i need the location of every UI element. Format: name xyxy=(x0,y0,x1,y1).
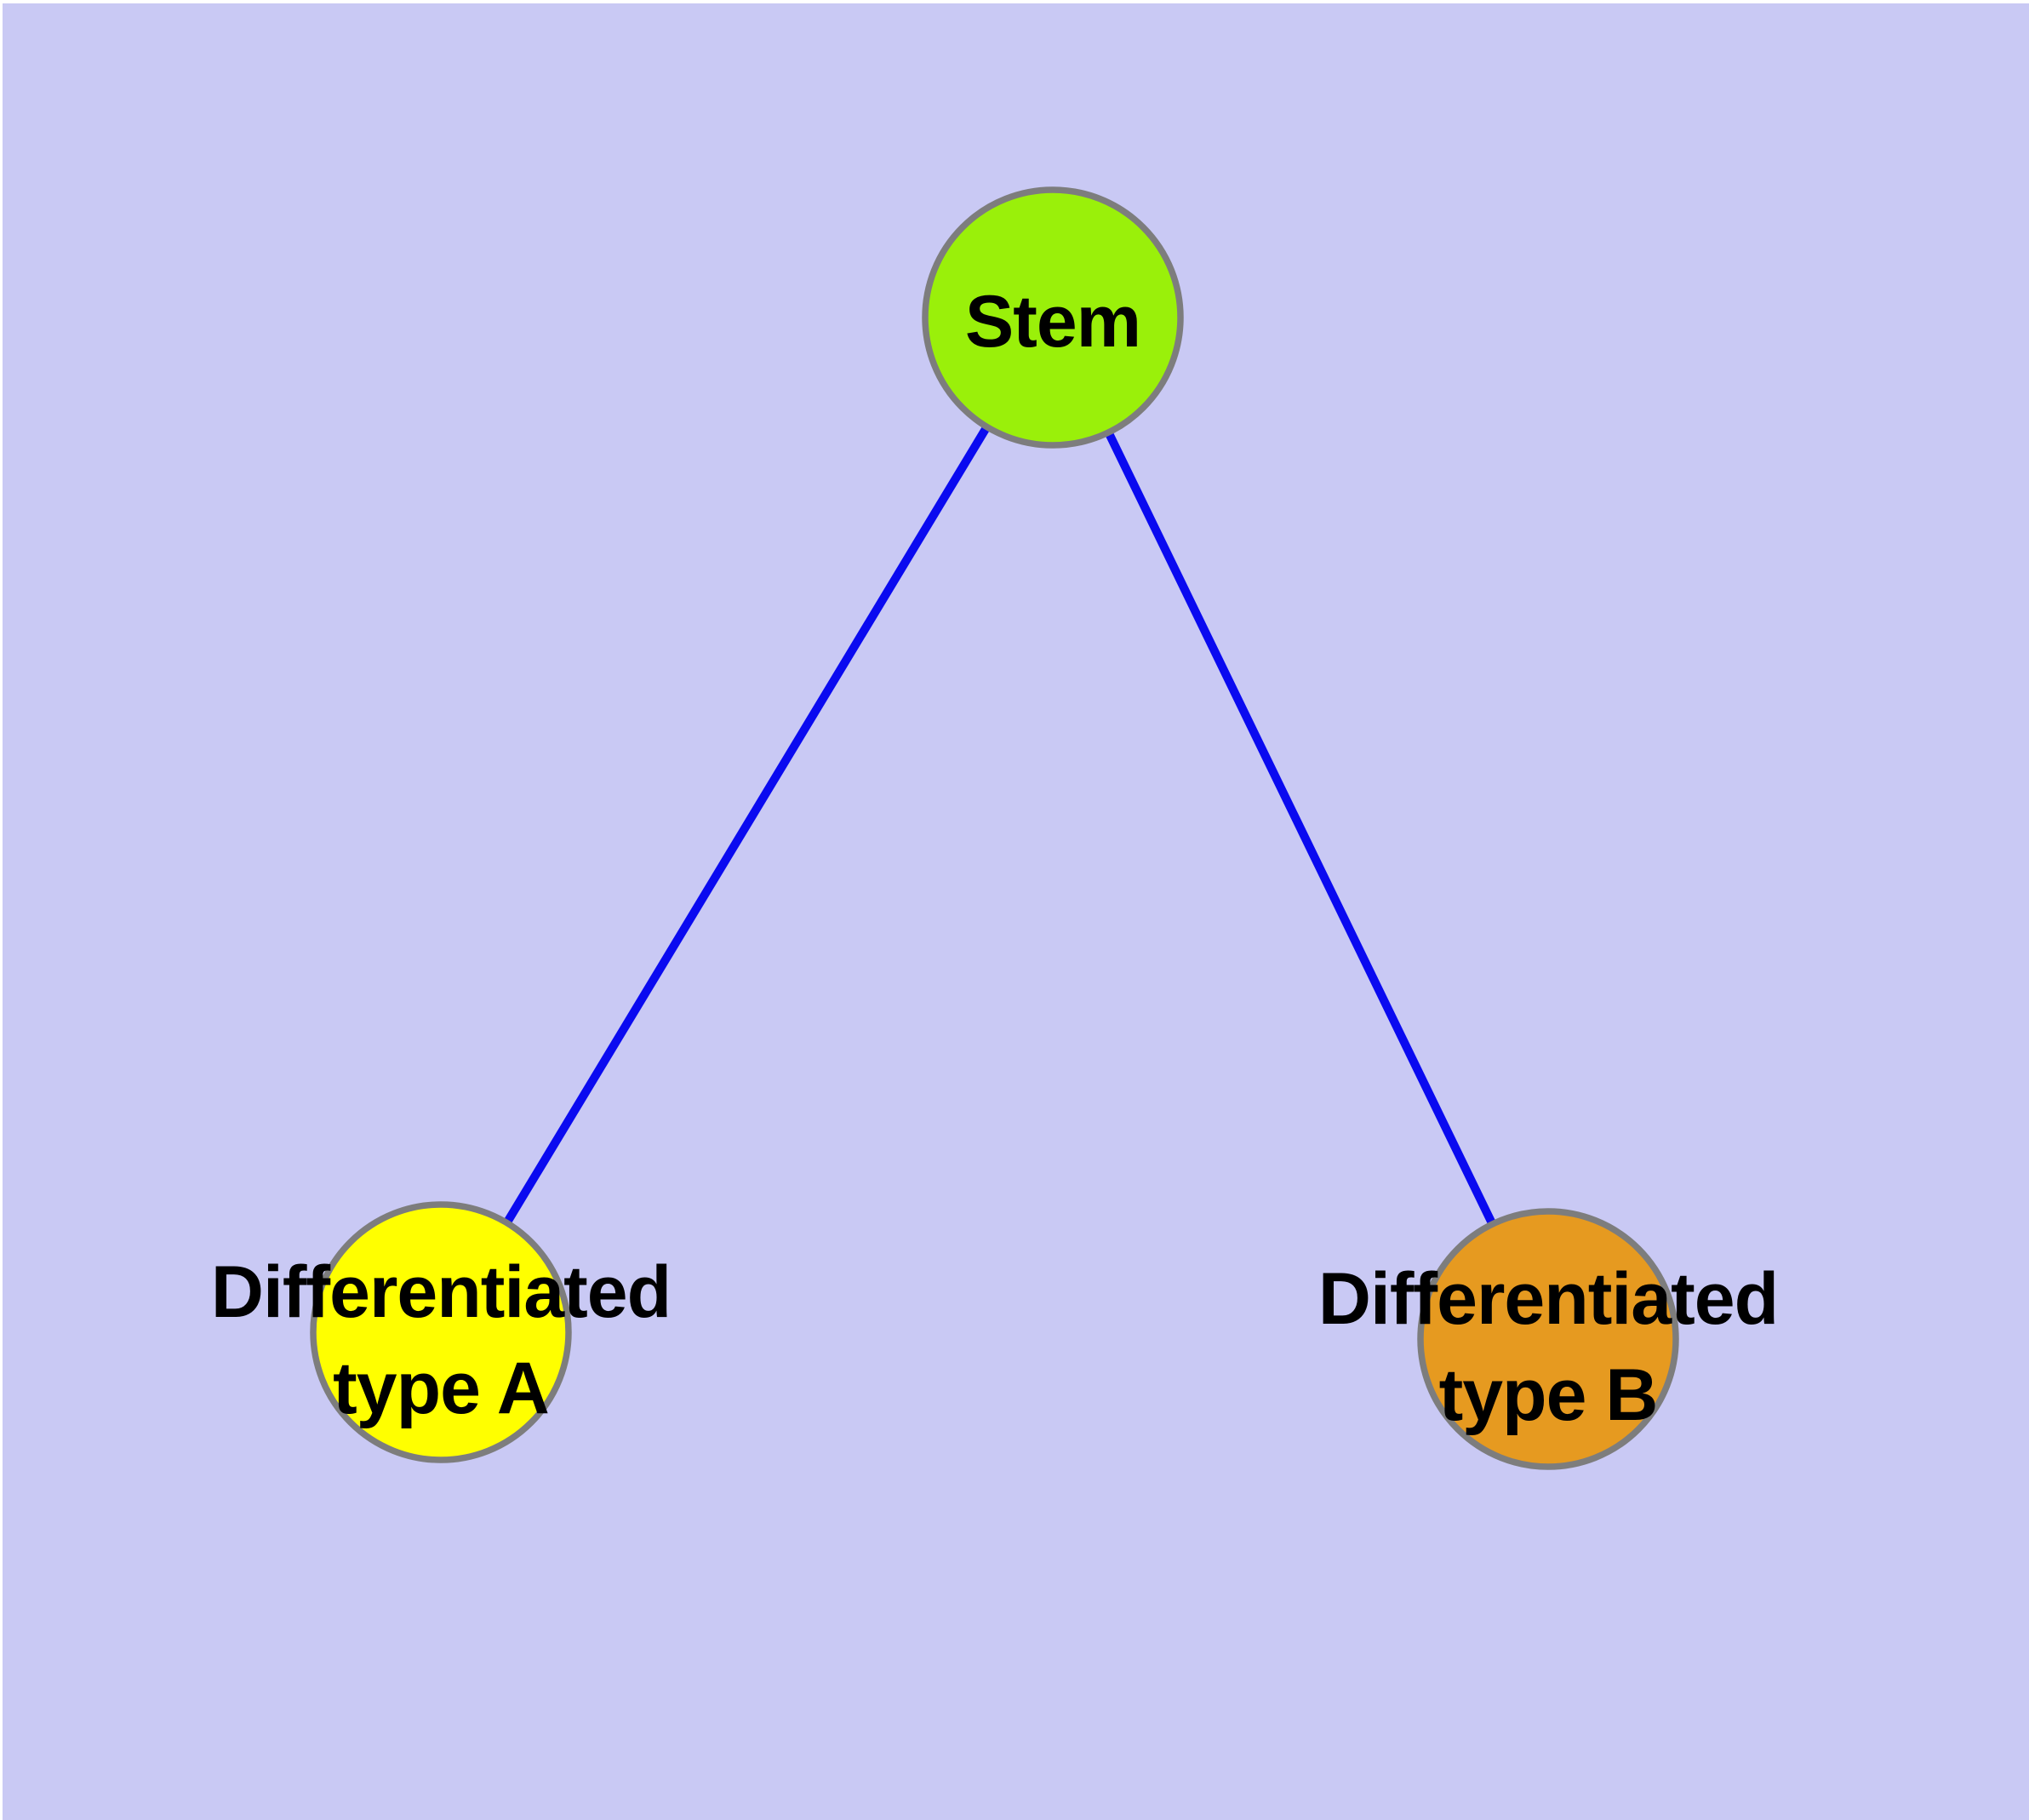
nodes-layer xyxy=(310,186,1679,1470)
node-stem-label-line1: Stem xyxy=(965,281,1140,363)
node-differentiated-type-a-label: Differentiated type A xyxy=(211,1251,671,1429)
node-differentiated-type-a-label-line2: type A xyxy=(333,1348,549,1429)
node-differentiated-type-b-label-line2: type B xyxy=(1439,1354,1658,1436)
node-differentiated-type-a-label-line1: Differentiated xyxy=(211,1251,671,1333)
edge-stem-to-differentiated-type-a xyxy=(437,315,1057,1335)
node-stem-circle xyxy=(922,186,1184,449)
edges-layer xyxy=(437,315,1552,1342)
node-differentiated-type-b-circle xyxy=(1417,1208,1679,1470)
node-differentiated-type-a-circle xyxy=(310,1201,572,1463)
edge-stem-to-differentiated-type-b xyxy=(1049,315,1552,1342)
node-differentiated-type-b-label: Differentiated type B xyxy=(1318,1258,1778,1436)
node-differentiated-type-b-label-line1: Differentiated xyxy=(1318,1258,1778,1340)
node-stem-label: Stem xyxy=(965,281,1140,363)
